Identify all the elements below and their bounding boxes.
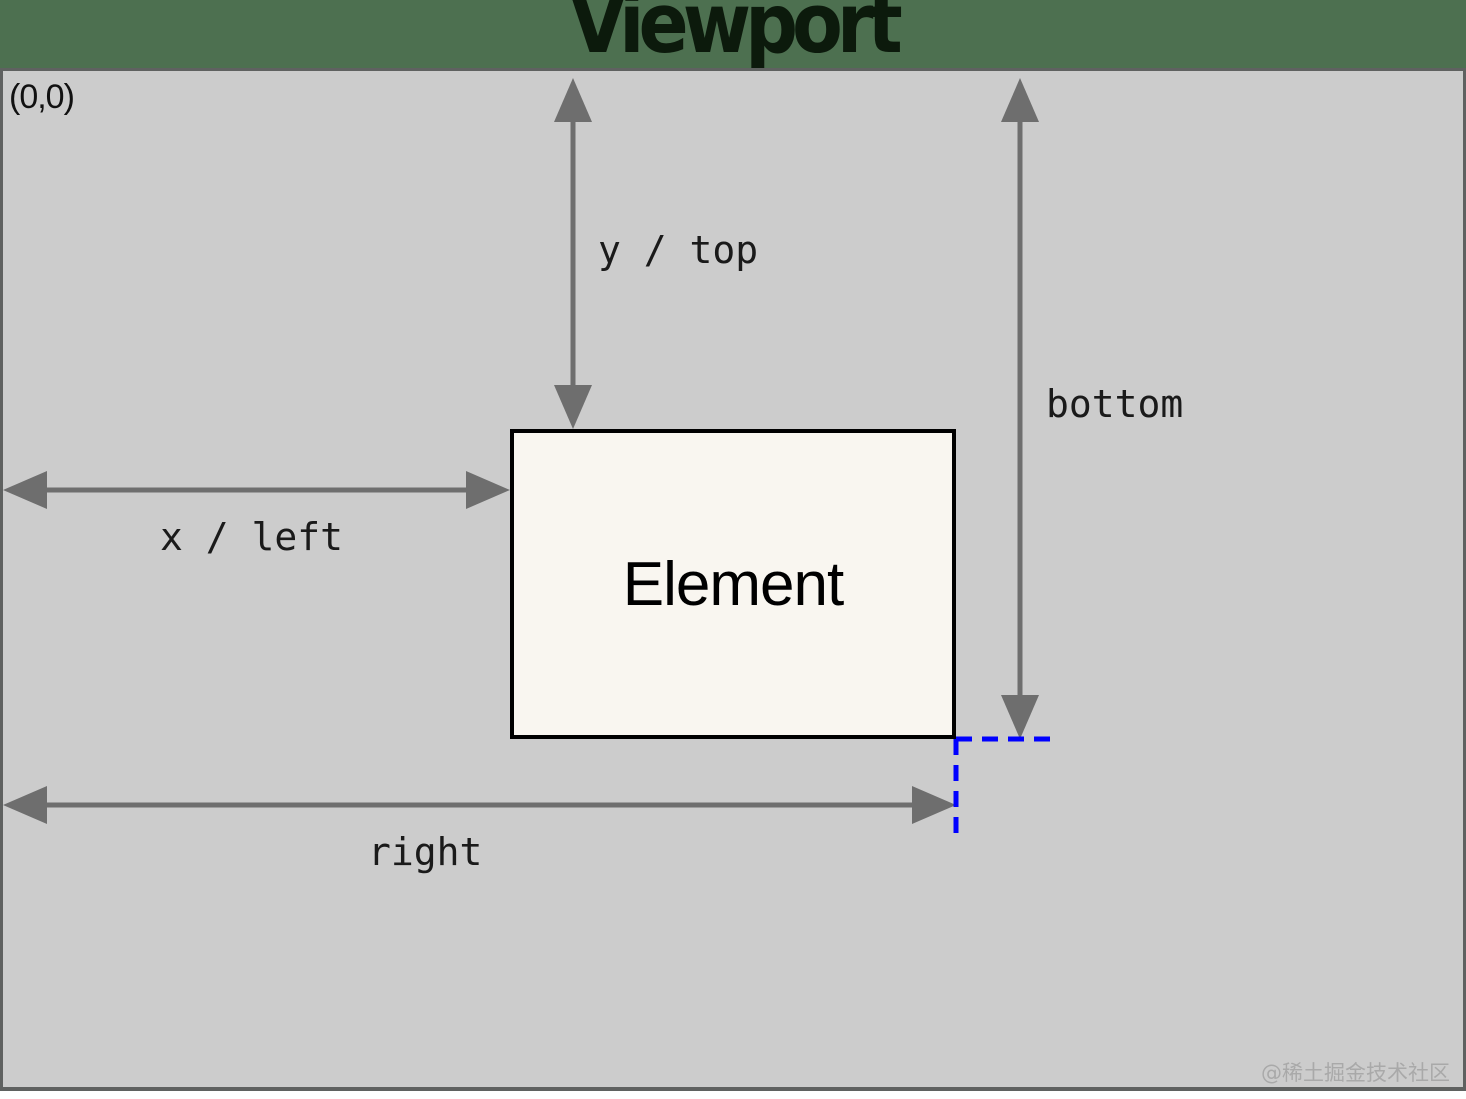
element-box: Element <box>510 429 956 739</box>
measurement-label-right: right <box>368 830 483 874</box>
watermark: @稀土掘金技术社区 <box>1261 1061 1450 1085</box>
measurement-label-bottom: bottom <box>1046 382 1184 426</box>
origin-label: (0,0) <box>9 78 75 116</box>
measurement-label-y-top: y / top <box>598 228 759 272</box>
header-band: Viewport <box>0 0 1466 72</box>
element-label: Element <box>622 549 844 619</box>
measurement-label-x-left: x / left <box>160 515 344 559</box>
page-title: Viewport <box>569 0 903 73</box>
